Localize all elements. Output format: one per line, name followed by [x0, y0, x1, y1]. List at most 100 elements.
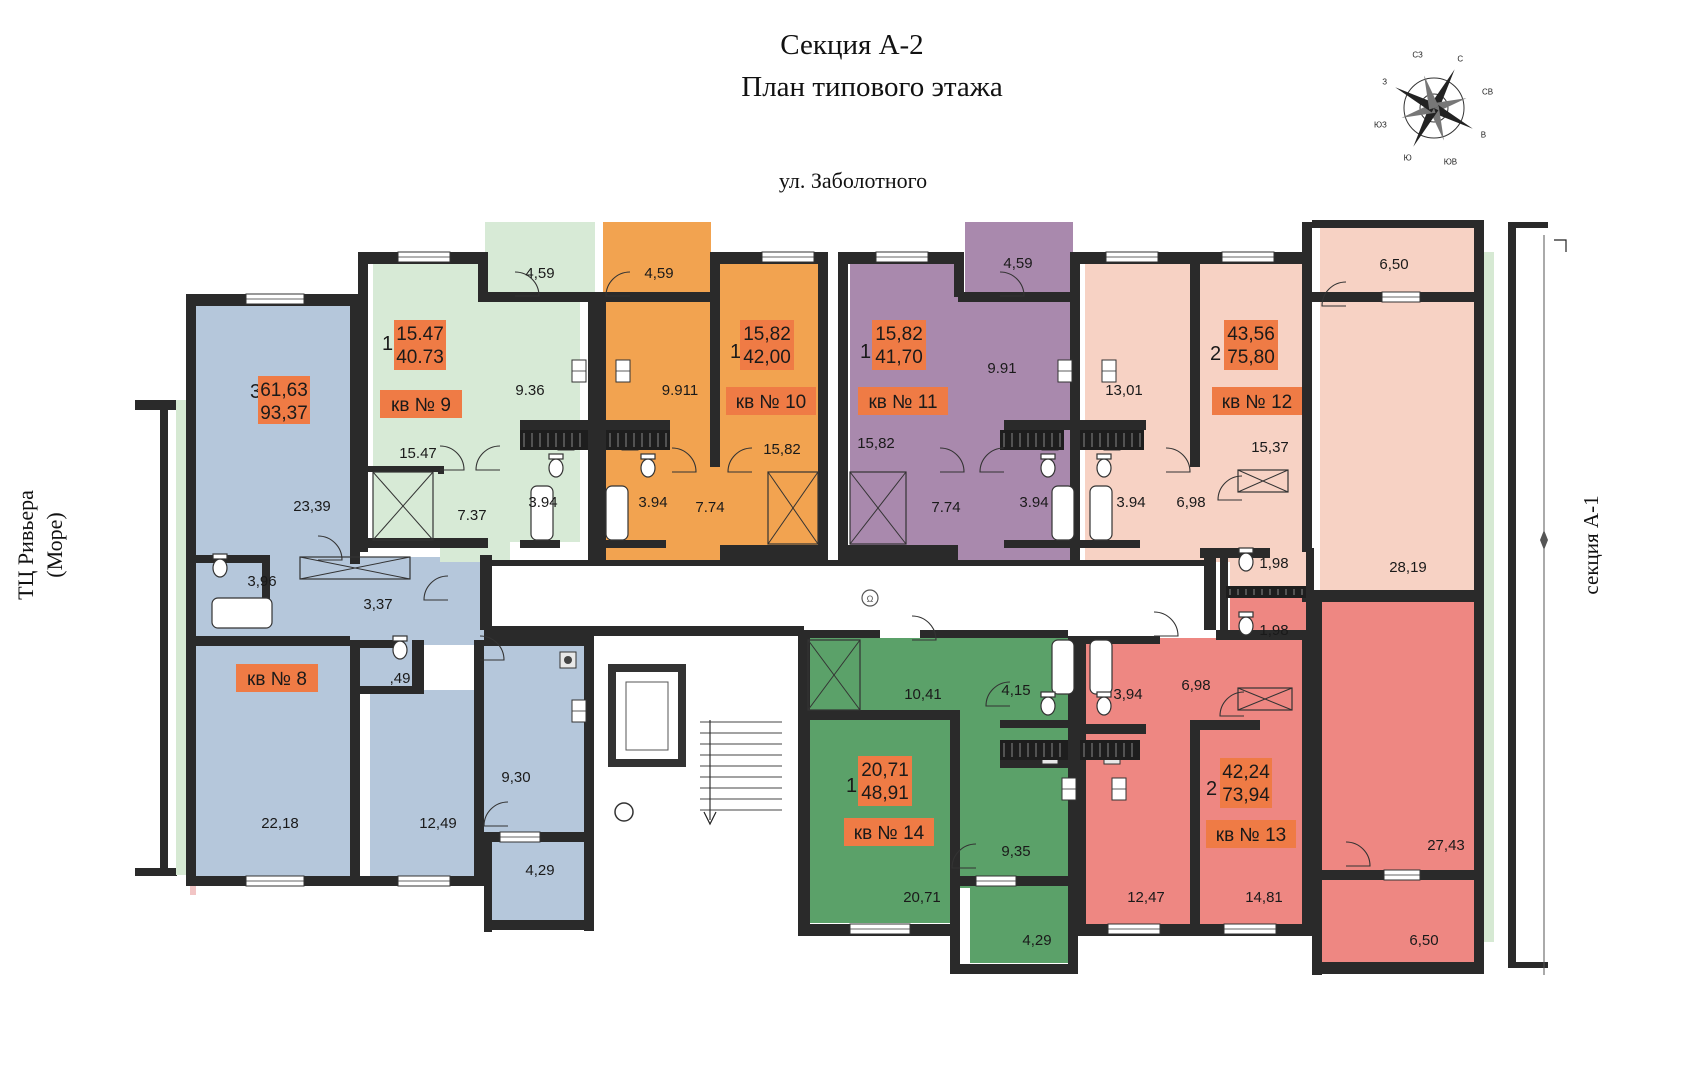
toilet	[1238, 616, 1254, 636]
windows	[245, 251, 1421, 935]
room-area: 9.36	[515, 382, 544, 399]
toilet	[1096, 696, 1112, 716]
vent-shaft	[1080, 430, 1144, 450]
vent-shaft	[606, 430, 670, 450]
svg-text:Ω: Ω	[867, 594, 874, 604]
room-area: 3.94	[638, 494, 667, 511]
svg-text:кв № 14: кв № 14	[854, 823, 925, 844]
svg-text:73,94: 73,94	[1222, 785, 1270, 806]
corridor	[480, 563, 1213, 628]
svg-text:15,82: 15,82	[743, 324, 791, 345]
doors	[317, 271, 1371, 869]
room-area: 15.47	[399, 445, 437, 462]
toilet	[212, 558, 228, 578]
room-area: 12,47	[1127, 889, 1165, 906]
walls	[186, 220, 1484, 975]
door-swing	[911, 615, 937, 641]
apartment-14[interactable]	[808, 638, 1078, 963]
room-area: 10,41	[904, 686, 942, 703]
room-area: 28,19	[1389, 559, 1427, 576]
toilet-tank	[548, 453, 564, 460]
svg-text:40.73: 40.73	[396, 347, 444, 368]
svg-text:42,24: 42,24	[1222, 762, 1270, 783]
room-area: 7.37	[457, 507, 486, 524]
room-area: ,49	[390, 670, 411, 687]
svg-text:75,80: 75,80	[1227, 347, 1275, 368]
apt11-area-badge: 1 15,82 41,70	[860, 320, 926, 370]
toilet-tank	[1040, 453, 1056, 460]
room-area: 6,98	[1176, 494, 1205, 511]
closet-cross	[299, 556, 411, 580]
door-swing	[1345, 841, 1371, 867]
toilet-tank	[1238, 547, 1254, 554]
svg-text:2: 2	[1206, 778, 1217, 800]
svg-text:41,70: 41,70	[875, 347, 923, 368]
apt8-area-badge: 3 61,63 93,37	[250, 376, 310, 424]
vent-shaft	[1000, 430, 1064, 450]
toilet-tank	[1040, 691, 1056, 698]
apt11-label: кв № 11	[858, 387, 948, 415]
svg-text:кв № 11: кв № 11	[868, 392, 937, 413]
svg-text:42,00: 42,00	[743, 347, 791, 368]
section-title: Секция А-2	[780, 29, 923, 61]
svg-text:48,91: 48,91	[861, 783, 909, 804]
closet	[1237, 687, 1293, 711]
compass-label: ЮВ	[1444, 158, 1457, 167]
apt12-area-badge: 2 43,56 75,80	[1210, 320, 1278, 370]
door-swing	[475, 445, 501, 471]
right-boundary	[1478, 222, 1567, 975]
left-label-sea: (Море)	[42, 512, 67, 577]
door-swing	[605, 271, 631, 297]
room-area: 23,39	[293, 498, 331, 515]
room-area: 4,59	[644, 265, 673, 282]
bathtub	[1051, 485, 1075, 541]
room-area: 3.94	[1116, 494, 1145, 511]
vent-shaft	[520, 430, 588, 450]
door-swing	[1165, 447, 1191, 473]
closet-cross	[1237, 469, 1289, 493]
toilet	[1040, 696, 1056, 716]
bathtub	[1089, 485, 1113, 541]
door-swing	[1321, 281, 1347, 307]
room-area: 6,50	[1409, 932, 1438, 949]
door-swing	[483, 801, 509, 827]
apartment-8[interactable]	[196, 295, 594, 920]
svg-text:61,63: 61,63	[260, 380, 308, 401]
apt10-area-badge: 1 15,82 42,00	[730, 320, 794, 370]
bathtub	[605, 485, 629, 541]
room-area: 3.94	[1019, 494, 1048, 511]
room-area: 22,18	[261, 815, 299, 832]
svg-text:кв № 9: кв № 9	[391, 395, 451, 416]
door-swing	[1153, 611, 1179, 637]
closet-cross	[849, 471, 907, 545]
apt14-area-badge: 1 20,71 48,91	[846, 756, 912, 806]
svg-text:2: 2	[1210, 343, 1221, 365]
room-area: 12,49	[419, 815, 457, 832]
closet-cross	[372, 471, 434, 541]
room-area: 3,37	[363, 596, 392, 613]
svg-text:1: 1	[730, 341, 741, 363]
toilet	[640, 458, 656, 478]
closet-cross	[1237, 687, 1293, 711]
svg-text:15.47: 15.47	[396, 324, 444, 345]
closet	[299, 556, 411, 580]
room-area: 9.91	[987, 360, 1016, 377]
compass-point	[1413, 105, 1439, 147]
toilet-tank	[1096, 691, 1112, 698]
svg-text:кв № 12: кв № 12	[1222, 392, 1292, 413]
apartment-13[interactable]	[1085, 595, 1477, 965]
apt12-label: кв № 12	[1212, 387, 1302, 415]
apt14-label: кв № 14	[844, 818, 934, 846]
compass-point	[1429, 69, 1455, 111]
toilet	[392, 640, 408, 660]
closet	[767, 471, 819, 545]
compass-label: СЗ	[1412, 50, 1423, 59]
room-area: 20,71	[903, 889, 941, 906]
room-area: 15,37	[1251, 439, 1289, 456]
vent-shaft	[1000, 740, 1068, 760]
door-swing	[423, 575, 449, 601]
toilet-tank	[212, 553, 228, 560]
room-area: 14,81	[1245, 889, 1283, 906]
compass-label: В	[1481, 130, 1486, 139]
